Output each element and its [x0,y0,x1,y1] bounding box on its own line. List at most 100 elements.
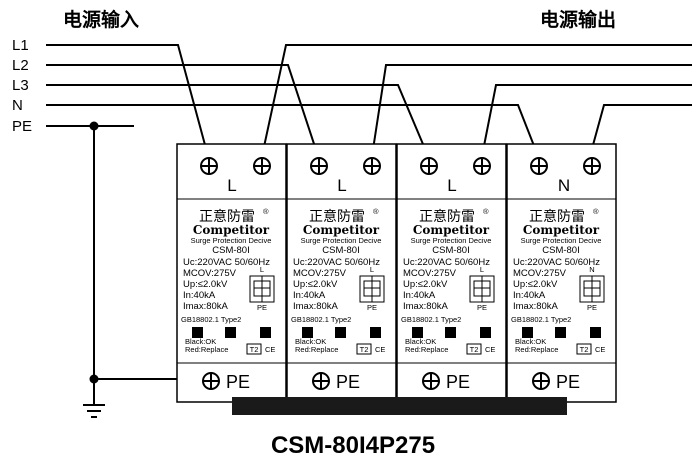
input-wires [46,44,539,157]
status-window-icon [445,327,456,338]
module-3: L 正意防雷 ® Competitor Surge Protection Dec… [396,143,507,403]
status-window-icon [192,327,203,338]
terminal-screw-icon [310,157,328,175]
status-replace: Red:Replace [185,345,228,354]
status-window-icon [260,327,271,338]
brand-cn: 正意防雷 [419,208,475,225]
spec-in: In:40kA [403,290,436,301]
subtitle: Surge Protection Decive [521,236,602,245]
status-window-icon [555,327,566,338]
subtitle: Surge Protection Decive [411,236,492,245]
terminal-label: N [558,176,570,195]
terminal-screw-icon [473,157,491,175]
status-window-icon [302,327,313,338]
output-wires [261,44,692,157]
brand-cn: 正意防雷 [199,208,255,225]
spec-imax: Imax:80kA [293,301,339,312]
terminal-label: L [227,176,236,195]
ce-mark: CE [375,345,385,354]
line-label-pe: PE [12,118,32,135]
wire-n-out [589,104,692,157]
registered-mark: ® [483,207,489,216]
status-ok: Black:OK [295,337,326,346]
terminal-label: L [337,176,346,195]
status-window-icon [370,327,381,338]
pe-terminal-screw-icon [422,372,440,390]
brand-en: Competitor [413,223,490,237]
class-badge: T2 [360,345,369,354]
status-ok: Black:OK [515,337,546,346]
wire-l3-out [481,84,692,157]
pe-terminal-screw-icon [312,372,330,390]
model-number: CSM-80I [432,245,469,256]
class-badge: T2 [580,345,589,354]
class-badge: T2 [250,345,259,354]
varistor-symbol-icon: L PE [469,265,495,312]
status-window-icon [480,327,491,338]
class-badge: T2 [470,345,479,354]
brand-en: Competitor [523,223,600,237]
wire-l3-in [46,84,429,157]
model-number: CSM-80I [542,245,579,256]
pe-terminal-label: PE [556,372,580,392]
status-ok: Black:OK [185,337,216,346]
svg-text:PE: PE [367,303,377,312]
terminal-screw-icon [530,157,548,175]
ce-mark: CE [485,345,495,354]
varistor-symbol-icon: N PE [579,265,605,312]
spec-mcov: MCOV:275V [403,268,457,279]
spec-up: Up:≤2.0kV [293,279,338,290]
svg-text:L: L [370,265,374,274]
wire-n-in [46,104,539,157]
pe-terminal-label: PE [446,372,470,392]
standard-label: GB18802.1 Type2 [401,315,461,324]
pe-terminal-label: PE [336,372,360,392]
status-replace: Red:Replace [515,345,558,354]
svg-text:PE: PE [257,303,267,312]
spec-mcov: MCOV:275V [293,268,347,279]
spec-uc: Uc:220VAC 50/60Hz [293,257,380,268]
status-window-icon [522,327,533,338]
subtitle: Surge Protection Decive [301,236,382,245]
svg-text:L: L [260,265,264,274]
model-number: CSM-80I [212,245,249,256]
brand-en: Competitor [303,223,380,237]
spec-in: In:40kA [513,290,546,301]
status-window-icon [412,327,423,338]
line-label-l1: L1 [12,37,29,54]
spec-imax: Imax:80kA [403,301,449,312]
spec-imax: Imax:80kA [183,301,229,312]
line-label-l2: L2 [12,57,29,74]
status-window-icon [225,327,236,338]
din-rail [232,397,567,415]
brand-cn: 正意防雷 [309,208,365,225]
varistor-symbol-icon: L PE [249,265,275,312]
pe-wiring [46,121,196,418]
wire-l2-out [371,64,692,157]
spec-in: In:40kA [293,290,326,301]
pe-terminal-screw-icon [202,372,220,390]
terminal-screw-icon [253,157,271,175]
product-model-title: CSM-80I4P275 [271,432,435,459]
terminal-screw-icon [583,157,601,175]
svg-text:PE: PE [587,303,597,312]
module-4: N 正意防雷 ® Competitor Surge Protection Dec… [506,143,617,403]
status-replace: Red:Replace [295,345,338,354]
subtitle: Surge Protection Decive [191,236,272,245]
ground-icon [83,404,105,418]
brand-en: Competitor [193,223,270,237]
spec-in: In:40kA [183,290,216,301]
spec-mcov: MCOV:275V [513,268,567,279]
status-window-icon [335,327,346,338]
pe-terminal-label: PE [226,372,250,392]
wire-l1-in [46,44,209,157]
spec-up: Up:≤2.0kV [513,279,558,290]
svg-text:L: L [480,265,484,274]
standard-label: GB18802.1 Type2 [181,315,241,324]
spec-uc: Uc:220VAC 50/60Hz [183,257,270,268]
terminal-label: L [447,176,456,195]
svg-text:N: N [589,265,594,274]
status-window-icon [590,327,601,338]
line-label-l3: L3 [12,77,29,94]
line-label-n: N [12,97,23,114]
